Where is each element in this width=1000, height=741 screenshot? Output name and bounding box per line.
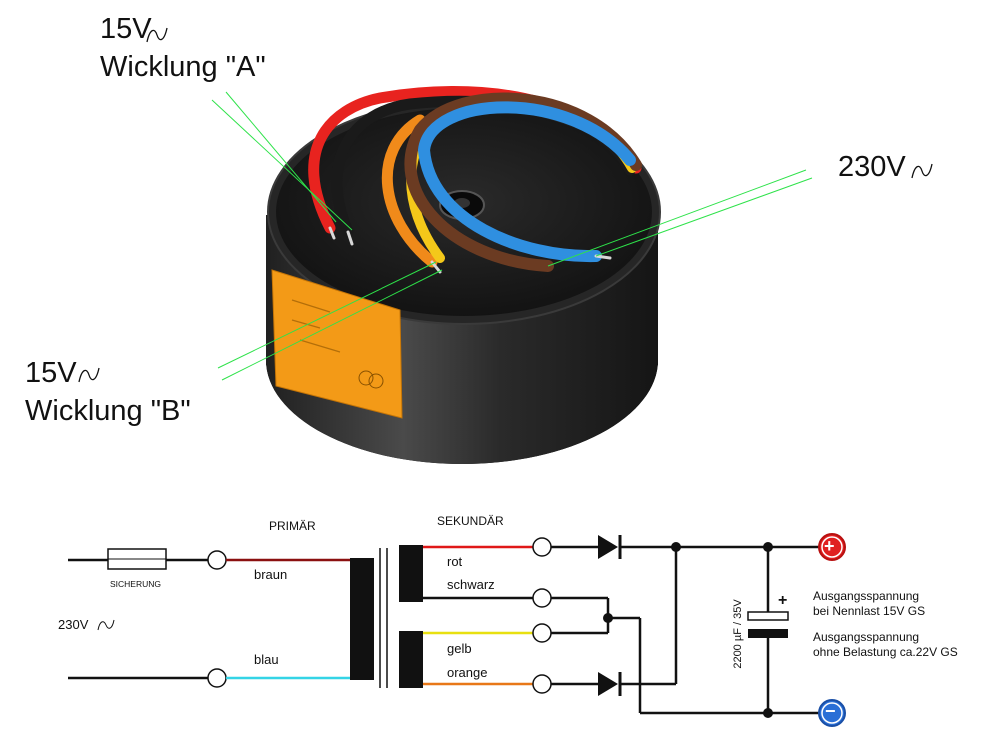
output-text-1-line-1: Ausgangsspannung [813, 589, 920, 603]
wire-brown [404, 92, 642, 272]
leader-230v-2 [595, 177, 813, 257]
wire-orange [381, 114, 438, 268]
leader-230v-1 [547, 169, 807, 267]
primary-title: PRIMÄR [269, 519, 316, 533]
diode-top [598, 535, 618, 559]
fuse-label: SICHERUNG [110, 579, 162, 589]
primary-coil [350, 558, 374, 680]
output-text-2-line-1: Ausgangsspannung [813, 630, 920, 644]
label-wicklung-a-voltage: 15V [100, 13, 152, 45]
label-wicklung-b-voltage: 15V [25, 357, 77, 389]
sine-icon [911, 163, 933, 179]
output-text-2-line-2: ohne Belastung ca.22V GS [813, 645, 958, 659]
sine-icon [146, 27, 168, 43]
transformer-wires [308, 86, 642, 274]
secondary-coil-2 [399, 631, 423, 688]
minus-terminal-icon: − [825, 701, 836, 721]
sine-icon [97, 619, 115, 631]
secondary-coil-1 [399, 545, 423, 602]
primary-terminal-bottom [207, 668, 227, 688]
secondary-wire-label-gelb: gelb [447, 641, 472, 656]
mains-label: 230V [58, 617, 89, 632]
primary-terminal-top [207, 550, 227, 570]
secondary-wire-label-rot: rot [447, 554, 463, 569]
label-wicklung-a-name: Wicklung "A" [100, 51, 266, 83]
wire-blue [417, 101, 636, 263]
leader-wicklung-a-2 [225, 91, 337, 223]
secondary-wire-label-orange: orange [447, 665, 488, 680]
sine-icon [78, 367, 100, 383]
secondary-title: SEKUNDÄR [437, 514, 504, 528]
leader-wicklung-a-1 [211, 99, 353, 231]
primary-wire-label-top: braun [254, 567, 288, 582]
label-primary-voltage: 230V [838, 151, 906, 183]
toroid-transformer-body [266, 99, 661, 464]
leader-lines [211, 91, 813, 381]
label-wicklung-b-name: Wicklung "B" [25, 395, 191, 427]
capacitor-label: 2200 µF / 35V [732, 599, 744, 669]
secondary-wire-label-schwarz: schwarz [447, 577, 495, 592]
leader-wicklung-b-2 [221, 269, 443, 381]
capacitor-plus-plate [747, 611, 789, 621]
leader-wicklung-b-1 [217, 261, 437, 369]
transformer-label-band [271, 269, 403, 419]
plus-terminal-icon: + [824, 536, 835, 556]
capacitor-polarity: + [778, 592, 788, 609]
circuit-schematic [68, 533, 846, 727]
diode-bottom [598, 672, 618, 696]
primary-wire-label-bottom: blau [254, 652, 279, 667]
capacitor-minus-plate [748, 629, 788, 638]
output-text-1-line-2: bei Nennlast 15V GS [813, 604, 926, 618]
